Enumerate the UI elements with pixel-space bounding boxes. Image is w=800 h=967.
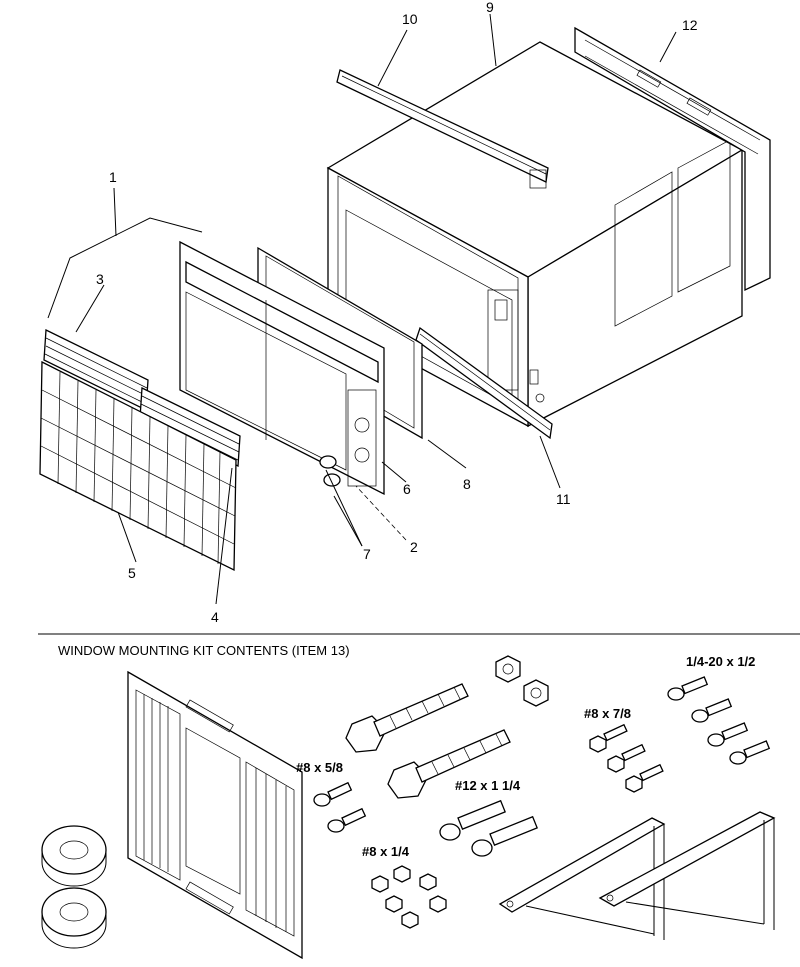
support-brackets	[498, 811, 776, 940]
callout-numbers: 1 2 3 4 5 6 7 8 9 10 11 12	[96, 0, 698, 625]
callout-4: 4	[211, 609, 219, 625]
callout-8: 8	[463, 476, 471, 492]
rear-panel	[574, 26, 771, 292]
label-screw-1-4-20x1-2: 1/4-20 x 1/2	[686, 654, 755, 669]
top-rail	[336, 69, 549, 189]
hex-nuts	[495, 655, 549, 707]
foam-seals	[41, 825, 107, 949]
callout-5: 5	[128, 565, 136, 581]
front-frame	[179, 240, 385, 496]
callout-9: 9	[486, 0, 494, 15]
label-screw-8x1-4: #8 x 1/4	[362, 844, 410, 859]
callout-10: 10	[402, 11, 418, 27]
screws-12x1-1-4	[439, 799, 538, 857]
label-screw-8x7-8: #8 x 7/8	[584, 706, 631, 721]
callout-12: 12	[682, 17, 698, 33]
large-bolts	[345, 683, 511, 799]
screws-1-4-20x1-2	[667, 676, 771, 765]
screws-8x5-8	[313, 781, 367, 833]
label-screw-12x1-1-4: #12 x 1 1/4	[455, 778, 521, 793]
callout-3: 3	[96, 271, 104, 287]
callout-1: 1	[109, 169, 117, 185]
callout-6: 6	[403, 481, 411, 497]
screws-8x1-4	[371, 865, 447, 929]
label-screw-8x5-8: #8 x 5/8	[296, 760, 343, 775]
callout-7: 7	[363, 546, 371, 562]
right-louver	[139, 386, 241, 468]
item-1-bracket	[47, 217, 203, 319]
callout-11: 11	[556, 491, 571, 507]
bottom-rail	[415, 326, 553, 440]
cabinet	[326, 41, 744, 428]
kit-heading: WINDOW MOUNTING KIT CONTENTS (ITEM 13)	[58, 643, 350, 658]
callout-2: 2	[410, 539, 418, 555]
side-curtain-panel	[127, 670, 303, 960]
screws-8x7-8	[589, 723, 664, 793]
control-knobs	[319, 455, 341, 487]
front-grille	[39, 360, 237, 572]
leader-lines	[75, 13, 677, 605]
